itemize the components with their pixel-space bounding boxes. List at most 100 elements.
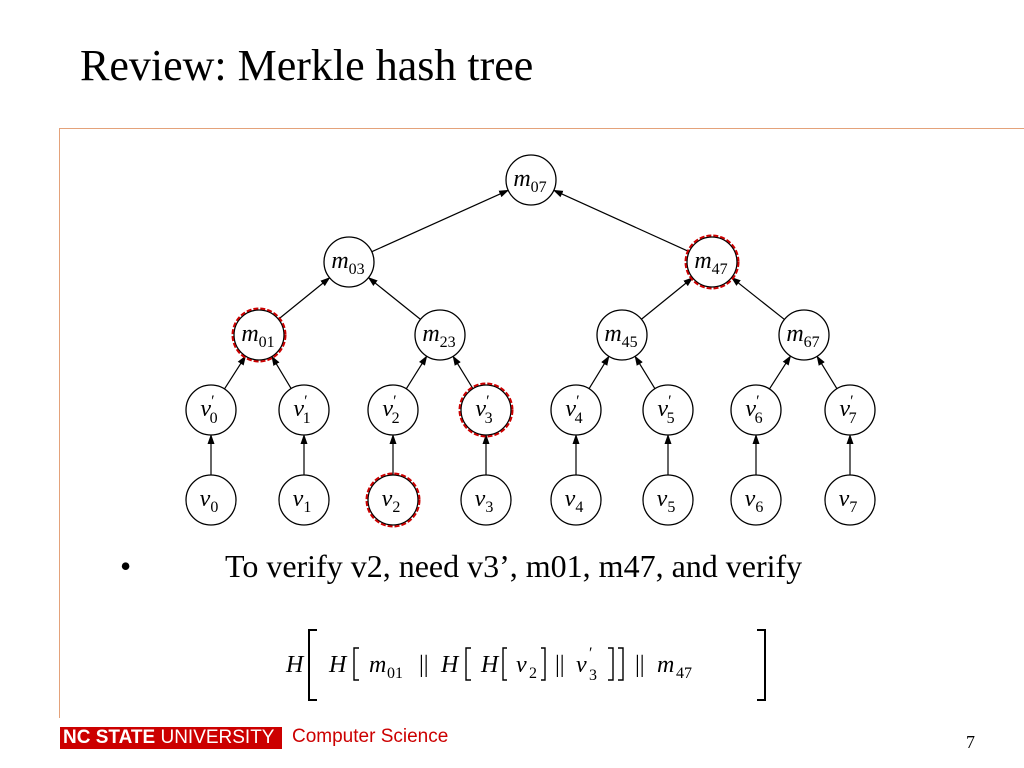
node-label-vp5: v′5 — [657, 393, 674, 427]
bracket-right-3 — [608, 647, 614, 681]
formula-v3p-base: v — [576, 652, 587, 678]
node-label-m03: m03 — [331, 248, 364, 278]
node-circle-v4 — [550, 474, 602, 526]
node-circle-m47 — [686, 236, 738, 288]
formula-v2-base: v — [516, 652, 527, 678]
node-label-vp2: v′2 — [382, 393, 399, 427]
edge-m03-to-m07 — [371, 189, 510, 253]
formula-v3p-sub: 3 — [589, 667, 597, 684]
formula-v3p-prime: ′ — [589, 645, 593, 662]
node-circle-m03 — [323, 236, 375, 288]
node-circle-vp5 — [642, 384, 694, 436]
node-v2: v2 — [365, 472, 421, 528]
logo-bold-text: NC STATE — [63, 727, 156, 748]
node-circle-m67 — [778, 309, 830, 361]
node-circle-v3 — [460, 474, 512, 526]
node-circle-vp4 — [550, 384, 602, 436]
outer-bracket-left — [308, 629, 317, 701]
node-circle-v7 — [824, 474, 876, 526]
node-label-v2: v2 — [382, 486, 401, 516]
node-circle-vp3 — [460, 384, 512, 436]
university-logo: NC STATE UNIVERSITY — [60, 727, 282, 749]
node-label-v6: v6 — [745, 486, 764, 516]
formula-h4: H — [480, 652, 500, 678]
edge-vp2-to-m23 — [405, 355, 428, 390]
node-label-m47: m47 — [694, 248, 727, 278]
node-vp4: v′4 — [550, 384, 602, 436]
formula-v2-sub: 2 — [529, 665, 537, 682]
bracket-left-4 — [502, 647, 507, 681]
node-v1: v1 — [278, 474, 330, 526]
node-circle-v1 — [278, 474, 330, 526]
node-vp6: v′6 — [730, 384, 782, 436]
node-v7: v7 — [824, 474, 876, 526]
frame-left-line — [59, 128, 60, 718]
node-label-vp1: v′1 — [293, 393, 310, 427]
edge-m45-to-m47 — [641, 277, 694, 320]
edge-m47-to-m07 — [552, 189, 690, 253]
node-vp0: v′0 — [185, 384, 237, 436]
node-label-v1: v1 — [293, 486, 312, 516]
node-m01: m01 — [231, 307, 287, 363]
node-vp1: v′1 — [278, 384, 330, 436]
slide-title: Review: Merkle hash tree — [80, 41, 534, 90]
node-vp7: v′7 — [824, 384, 876, 436]
node-circle-v0 — [185, 474, 237, 526]
frame-top-line — [59, 128, 1024, 129]
node-highlight-m47 — [684, 234, 740, 290]
node-label-vp6: v′6 — [745, 393, 762, 427]
edge-m23-to-m03 — [367, 277, 421, 320]
node-circle-vp0 — [185, 384, 237, 436]
formula-m01-sub: 01 — [387, 665, 403, 682]
edge-vp6-to-m67 — [768, 355, 792, 390]
bullet-point: •To verify v2, need v3’, m01, m47, and v… — [120, 548, 802, 585]
page-number: 7 — [966, 732, 975, 752]
formula-concat-1: || — [419, 652, 429, 678]
bracket-left-3 — [465, 647, 471, 681]
node-circle-vp1 — [278, 384, 330, 436]
edge-m67-to-m47 — [730, 276, 785, 320]
formula-m47-base: m — [657, 652, 674, 678]
formula-outer-h: H — [285, 652, 305, 678]
node-m47: m47 — [684, 234, 740, 290]
node-m45: m45 — [596, 309, 648, 361]
edge-vp5-to-m45 — [634, 355, 656, 390]
node-v4: v4 — [550, 474, 602, 526]
logo-rest-text: UNIVERSITY — [155, 727, 275, 748]
node-label-v0: v0 — [200, 486, 219, 516]
node-highlight-m01 — [231, 307, 287, 363]
node-label-m07: m07 — [513, 166, 546, 196]
node-label-v4: v4 — [565, 486, 584, 516]
node-label-vp7: v′7 — [839, 393, 856, 427]
node-label-vp4: v′4 — [565, 393, 582, 427]
bullet-marker: • — [120, 548, 132, 584]
node-label-vp0: v′0 — [200, 393, 217, 427]
node-circle-vp2 — [367, 384, 419, 436]
node-v6: v6 — [730, 474, 782, 526]
formula-concat-3: || — [635, 652, 645, 678]
node-label-v5: v5 — [657, 486, 676, 516]
bracket-left-2 — [353, 647, 359, 681]
node-circle-v2 — [367, 474, 419, 526]
edge-vp3-to-m23 — [452, 355, 474, 390]
node-label-m01: m01 — [241, 321, 274, 351]
node-vp3: v′3 — [458, 382, 514, 438]
verification-formula: H H m 01 || H H v 2 || v ′ 3 || m 47 — [285, 629, 766, 701]
node-vp5: v′5 — [642, 384, 694, 436]
node-v5: v5 — [642, 474, 694, 526]
node-circle-v6 — [730, 474, 782, 526]
node-circle-m07 — [505, 154, 557, 206]
node-highlight-v2 — [365, 472, 421, 528]
formula-h3: H — [440, 652, 460, 678]
node-label-m23: m23 — [422, 321, 455, 351]
edge-m01-to-m03 — [278, 277, 331, 320]
edge-vp1-to-m01 — [271, 355, 292, 389]
node-m03: m03 — [323, 236, 375, 288]
node-label-v3: v3 — [475, 486, 494, 516]
node-circle-m45 — [596, 309, 648, 361]
node-m07: m07 — [505, 154, 557, 206]
edge-vp0-to-m01 — [223, 355, 247, 390]
node-label-m67: m67 — [786, 321, 819, 351]
node-vp2: v′2 — [367, 384, 419, 436]
